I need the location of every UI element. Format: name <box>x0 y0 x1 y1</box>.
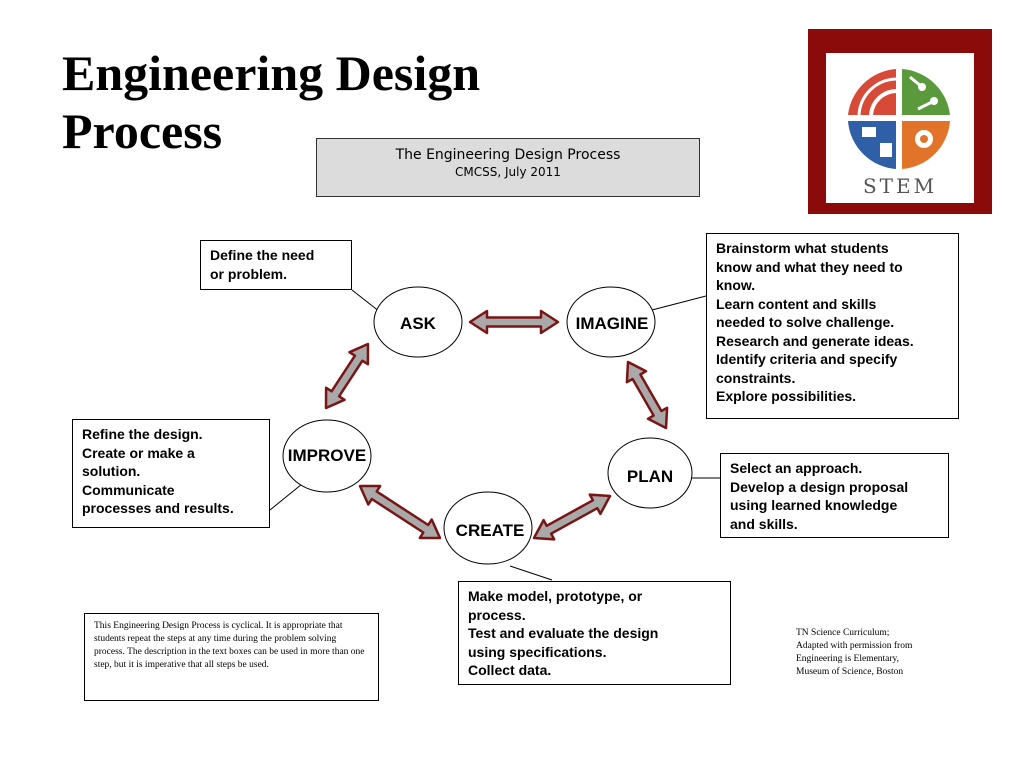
stem-logo-icon: STEM <box>848 69 950 198</box>
stem-logo-text: STEM <box>863 174 937 198</box>
improve-label: IMPROVE <box>287 446 367 465</box>
header-box: The Engineering Design Process CMCSS, Ju… <box>316 138 700 197</box>
plan-node <box>607 437 693 509</box>
cyclical-note: This Engineering Design Process is cycli… <box>84 613 379 701</box>
connector-ask <box>351 289 381 313</box>
plan-label: PLAN <box>626 467 674 486</box>
connector-create <box>509 565 553 581</box>
arrow-imagine-plan <box>625 360 669 430</box>
connector-imagine <box>651 295 707 311</box>
ask-label: ASK <box>400 314 436 333</box>
arrow-improve-ask <box>324 342 370 410</box>
arrow-create-improve <box>358 484 442 540</box>
improve-node <box>282 419 372 493</box>
imagine-node <box>566 286 656 358</box>
header-box-subtitle: CMCSS, July 2011 <box>455 165 561 179</box>
credit-text: TN Science Curriculum; Adapted with perm… <box>796 628 913 677</box>
slide-title: Engineering Design Process <box>62 44 622 160</box>
create-node <box>443 491 533 565</box>
arrow-ask-imagine <box>468 309 560 335</box>
imagine-label: IMAGINE <box>575 314 649 333</box>
create-label: CREATE <box>455 521 525 540</box>
cycle-arrows <box>324 309 669 541</box>
plan-description: Select an approach. Develop a design pro… <box>720 453 949 538</box>
connector-improve <box>269 483 303 511</box>
header-box-title: The Engineering Design Process <box>395 147 621 163</box>
stem-logo-panel: STEM <box>826 53 974 203</box>
ask-node <box>373 286 463 358</box>
stem-logo: STEM <box>808 29 992 214</box>
ask-description: Define the need or problem. <box>200 240 352 290</box>
imagine-description: Brainstorm what students know and what t… <box>706 233 959 419</box>
slide-title-line2: Process <box>62 103 223 159</box>
arrow-plan-create <box>532 493 612 541</box>
improve-description: Refine the design. Create or make a solu… <box>72 419 270 528</box>
create-description: Make model, prototype, or process. Test … <box>458 581 731 685</box>
slide-title-line1: Engineering Design <box>62 45 481 101</box>
